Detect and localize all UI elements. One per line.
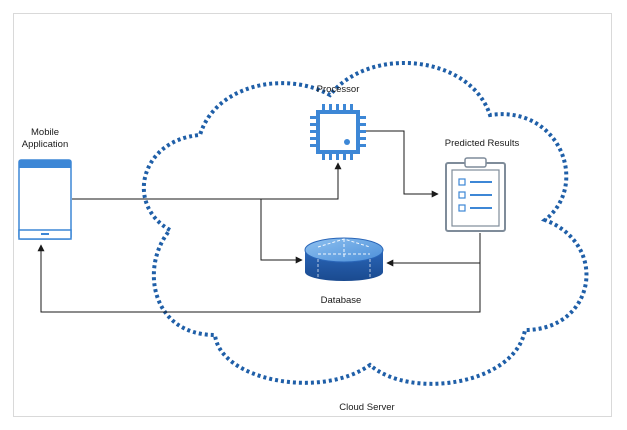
- diagram-frame: [13, 13, 612, 417]
- predicted-results-label: Predicted Results: [445, 138, 520, 149]
- processor-chip-icon: [310, 104, 366, 160]
- connector-processor-to-results: [364, 130, 439, 198]
- mobile-app-label-line1: Mobile: [31, 127, 59, 138]
- connector-junction-to-database: [260, 199, 303, 264]
- database-label: Database: [321, 295, 362, 306]
- processor-label: Processor: [317, 84, 360, 95]
- connector-results-to-database: [386, 233, 481, 267]
- cloud-server-label: Cloud Server: [339, 402, 394, 413]
- connector-results-to-phone: [37, 244, 481, 313]
- database-icon: [304, 237, 384, 281]
- connector-phone-to-processor: [72, 162, 342, 200]
- clipboard-icon: [445, 157, 506, 232]
- mobile-app-label-line2: Application: [22, 139, 68, 150]
- connectors: [37, 130, 481, 313]
- mobile-phone-icon: [18, 159, 72, 240]
- cloud-server-outline: [142, 60, 589, 386]
